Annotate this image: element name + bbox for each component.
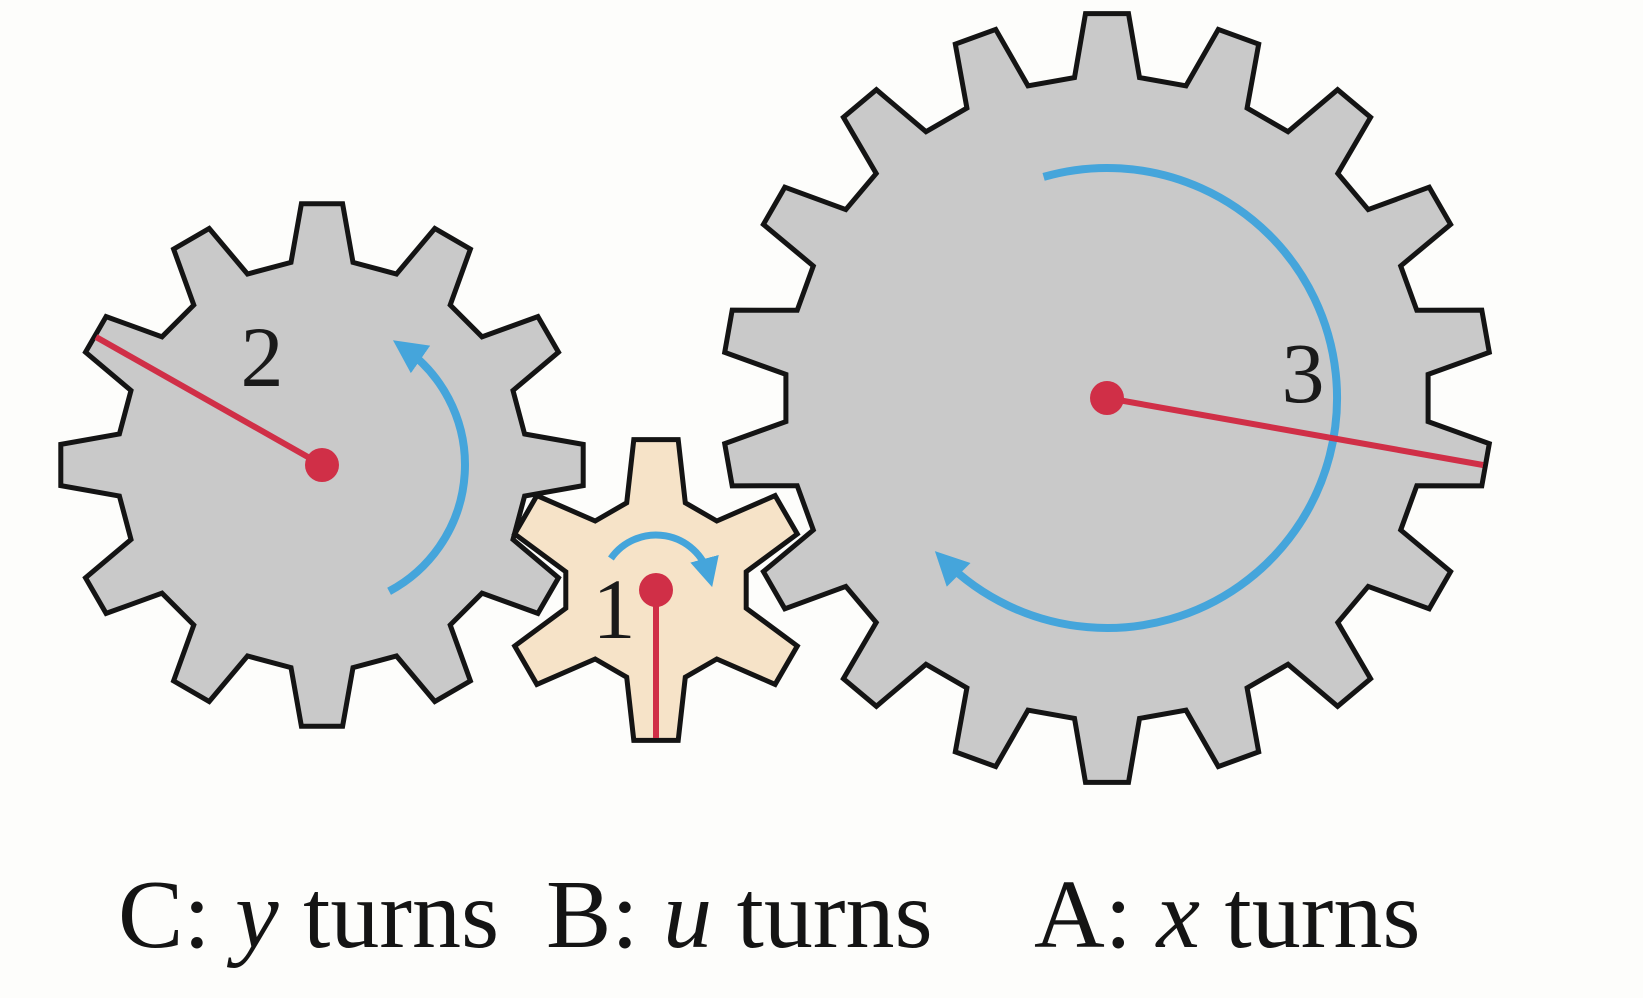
- caption-b-colon: :: [611, 861, 639, 969]
- gear-1-hub: [639, 573, 673, 607]
- gear-2-label: 2: [241, 309, 284, 405]
- caption-c-word: turns: [303, 861, 500, 969]
- caption-b-letter: B: [546, 861, 612, 969]
- gear-1-rotation-arrow: [608, 531, 719, 588]
- caption-c-letter: C: [118, 861, 184, 969]
- caption-a-variable: x: [1156, 861, 1201, 969]
- caption-a-word: turns: [1224, 861, 1421, 969]
- gear-3-pointer: [1106, 395, 1484, 468]
- caption-a-colon: :: [1104, 861, 1133, 969]
- gear-2-pointer: [94, 334, 324, 468]
- caption-c-colon: :: [183, 861, 211, 969]
- caption-c: C: y turns: [118, 860, 499, 970]
- gear-3-hub: [1090, 381, 1124, 415]
- caption-a-letter: A: [1034, 861, 1105, 969]
- caption-c-variable: y: [235, 861, 279, 969]
- gear-2-hub: [305, 448, 339, 482]
- gear-3: 3: [721, 11, 1493, 785]
- gear-2: 2: [58, 201, 586, 729]
- gear-1: 1: [511, 437, 801, 743]
- caption-a: A: x turns: [1034, 860, 1421, 970]
- gear-3-label: 3: [1282, 325, 1325, 421]
- caption-b-variable: u: [663, 861, 713, 969]
- caption-b: B: u turns: [546, 860, 933, 970]
- gear-2-rotation-arrow: [387, 340, 469, 595]
- gear-1-label: 1: [593, 561, 636, 657]
- caption-b-word: turns: [736, 861, 933, 969]
- gear-3-rotation-arrow: [934, 163, 1342, 632]
